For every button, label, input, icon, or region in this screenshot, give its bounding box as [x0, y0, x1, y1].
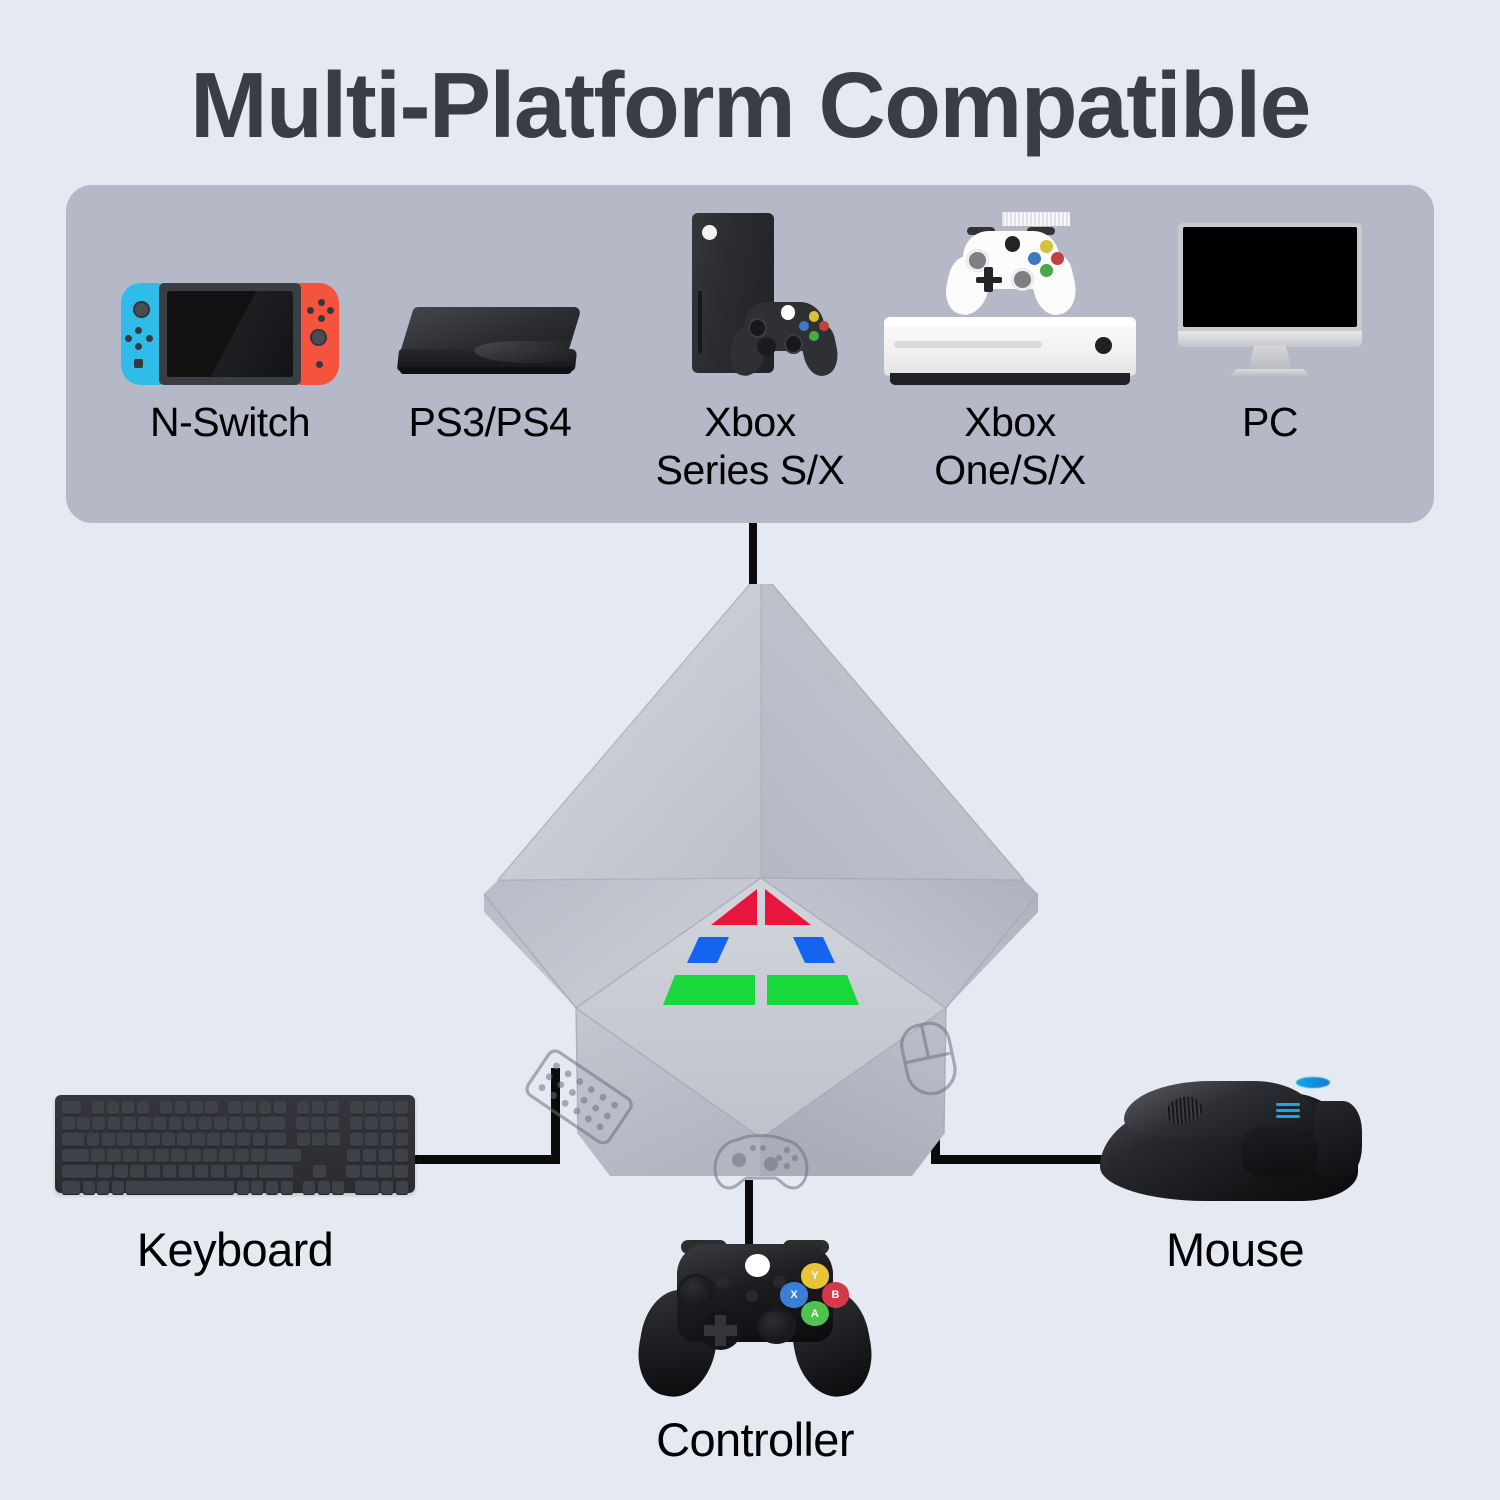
keyboard-device-icon [55, 1095, 415, 1195]
playstation-console-icon [360, 207, 620, 385]
connector-adapter-to-keyboard-vertical [551, 1068, 560, 1164]
connector-adapter-to-controller [745, 1180, 753, 1260]
nintendo-switch-console-icon [100, 207, 360, 385]
desktop-monitor-icon [1140, 207, 1400, 385]
page-title: Multi-Platform Compatible [190, 53, 1311, 157]
gaming-mouse-device-icon [1100, 1075, 1370, 1210]
platform-label: PC [1242, 399, 1298, 445]
xbox-series-x-console-icon [620, 207, 880, 385]
connector-panel-to-adapter [749, 523, 757, 593]
platform-item-n-switch: N-Switch [100, 207, 360, 447]
platform-compatibility-panel: N-Switch PS3/PS4 [66, 185, 1434, 523]
mouse-port-icon [900, 1021, 957, 1096]
peripheral-label-keyboard: Keyboard [136, 1223, 334, 1276]
controller-button-y: Y [801, 1263, 829, 1289]
platform-label: PS3/PS4 [408, 399, 572, 445]
keyboard-mouse-converter-adapter[interactable] [478, 578, 1044, 1196]
peripheral-label-controller: Controller [656, 1413, 854, 1466]
gamepad-port-icon [713, 1134, 809, 1190]
peripheral-label-mouse: Mouse [1165, 1223, 1305, 1276]
platform-item-ps3-ps4: PS3/PS4 [360, 207, 620, 447]
platform-item-pc: PC [1140, 207, 1400, 447]
controller-button-a: A [801, 1301, 829, 1327]
connector-adapter-to-keyboard-horizontal [412, 1155, 560, 1164]
rgb-triangle-logo [663, 889, 859, 1005]
xbox-one-s-console-icon [880, 207, 1140, 385]
xbox-controller-device-icon: Y B X A [631, 1238, 879, 1404]
controller-button-x: X [780, 1282, 808, 1308]
platform-label: N-Switch [149, 399, 311, 445]
controller-button-b: B [821, 1282, 850, 1308]
keyboard-port-icon [525, 1049, 633, 1145]
connector-adapter-to-mouse-horizontal [931, 1155, 1111, 1164]
